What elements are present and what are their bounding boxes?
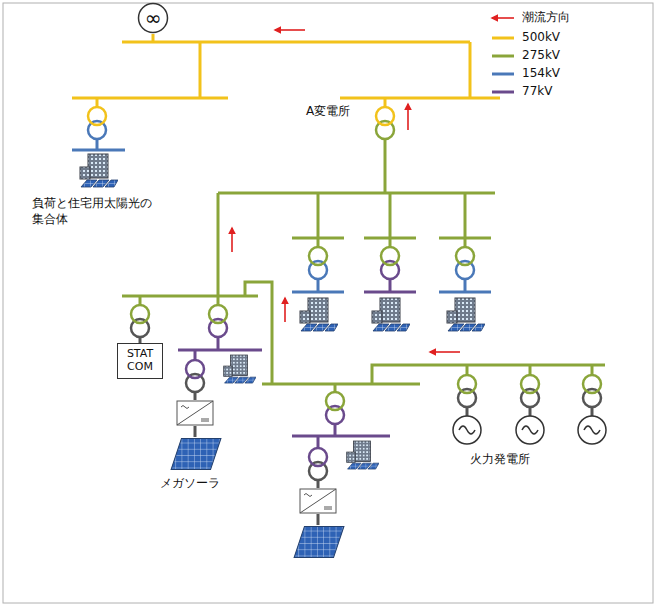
- load-building: [224, 355, 256, 383]
- load-building: [347, 441, 379, 469]
- bus-line: [389, 279, 392, 292]
- transformer-coil: [326, 392, 344, 410]
- load-building: [447, 298, 485, 331]
- bus-line: [317, 514, 320, 525]
- bus-line: [96, 139, 99, 150]
- flow-arrow: [430, 351, 460, 353]
- transformer-coil: [456, 247, 474, 265]
- statcom-box: STAT COM: [117, 343, 163, 379]
- bus-line: [439, 291, 491, 294]
- frame: [3, 3, 653, 603]
- transformer-coil: [381, 247, 399, 265]
- loads-and-plants: [80, 154, 485, 558]
- bus-line: [317, 436, 320, 448]
- box-label: STAT COM: [121, 348, 159, 373]
- bus-line: [529, 365, 532, 375]
- legend-swatch: [492, 55, 514, 58]
- bus-line: [217, 193, 220, 305]
- bus-line: [199, 42, 202, 98]
- generator-symbol: [578, 416, 606, 444]
- bus-line: [245, 282, 272, 384]
- flow-arrow-sample: [492, 17, 514, 19]
- bus-line: [364, 291, 416, 294]
- bus-line: [217, 337, 220, 350]
- generator-symbol: [516, 416, 544, 444]
- flow-arrow: [231, 228, 233, 252]
- infinite-bus: ∞: [137, 2, 169, 34]
- flow-arrow: [407, 104, 409, 130]
- transformer-coil: [309, 448, 327, 466]
- legend-text: 500kV: [522, 30, 560, 46]
- bus-line: [218, 192, 495, 195]
- legend-swatch: [492, 37, 514, 40]
- transformers: [88, 107, 601, 480]
- bus-line: [469, 42, 472, 98]
- transformer-coil: [186, 360, 204, 378]
- power-conditioner: [177, 401, 213, 425]
- bus-line: [340, 97, 500, 100]
- bus-line: [194, 350, 197, 360]
- bus-line: [139, 296, 142, 305]
- power-conditioner: [300, 489, 336, 513]
- bus-line: [466, 365, 469, 375]
- bus-line: [464, 279, 467, 292]
- bus-line: [591, 365, 594, 375]
- bus-line: [591, 407, 594, 416]
- bus-line: [334, 424, 337, 436]
- bus-line: [384, 139, 387, 193]
- load-building: [372, 298, 410, 331]
- generators: [453, 416, 606, 444]
- transformer-coil: [131, 305, 149, 323]
- transformer-coil: [376, 107, 394, 125]
- bus-line: [262, 383, 420, 386]
- bus-line: [292, 237, 344, 240]
- bus-line: [122, 295, 258, 298]
- bus-line: [439, 237, 491, 240]
- legend-text: 275kV: [522, 48, 560, 64]
- generator-symbol: [453, 416, 481, 444]
- flow-arrows: [232, 30, 460, 352]
- load-building: [300, 298, 338, 331]
- symbol-text: ∞: [145, 7, 162, 30]
- transformer-coil: [583, 375, 601, 393]
- bus-line: [466, 407, 469, 416]
- bus-line: [372, 365, 605, 384]
- legend-text: 154kV: [522, 66, 560, 82]
- bus-line: [529, 407, 532, 416]
- bus-line: [292, 291, 344, 294]
- bus-line: [194, 426, 197, 437]
- load-building: [80, 154, 118, 187]
- legend-text: 77kV: [522, 84, 552, 100]
- bus-line: [384, 98, 387, 107]
- bus-line: [178, 349, 262, 352]
- transformer-coil: [88, 107, 106, 125]
- bus-line: [122, 41, 470, 44]
- bus-line: [72, 149, 125, 152]
- substation-label: A変電所: [306, 104, 376, 120]
- solar-panel: [171, 438, 221, 469]
- transformer-coil: [521, 375, 539, 393]
- legend-swatch: [492, 73, 514, 76]
- legend-text: 潮流方向: [522, 10, 570, 26]
- legend-swatch: [492, 91, 514, 94]
- plant-label: 火力発電所: [470, 452, 560, 468]
- solar-panel: [294, 526, 344, 557]
- plant-label: メガソーラ: [160, 476, 240, 492]
- transformer-coil: [309, 247, 327, 265]
- bus-line: [364, 237, 416, 240]
- flow-arrow: [275, 29, 305, 31]
- transformer-coil: [209, 305, 227, 323]
- bus-line: [96, 98, 99, 107]
- bus-line: [317, 279, 320, 292]
- transformer-coil: [458, 375, 476, 393]
- bus-lines: [72, 34, 605, 525]
- legend-samples: [492, 18, 514, 92]
- load-label: 負荷と住宅用太陽光の 集合体: [32, 196, 164, 227]
- bus-line: [72, 97, 228, 100]
- bus-line: [292, 435, 390, 438]
- flow-arrow: [284, 298, 286, 322]
